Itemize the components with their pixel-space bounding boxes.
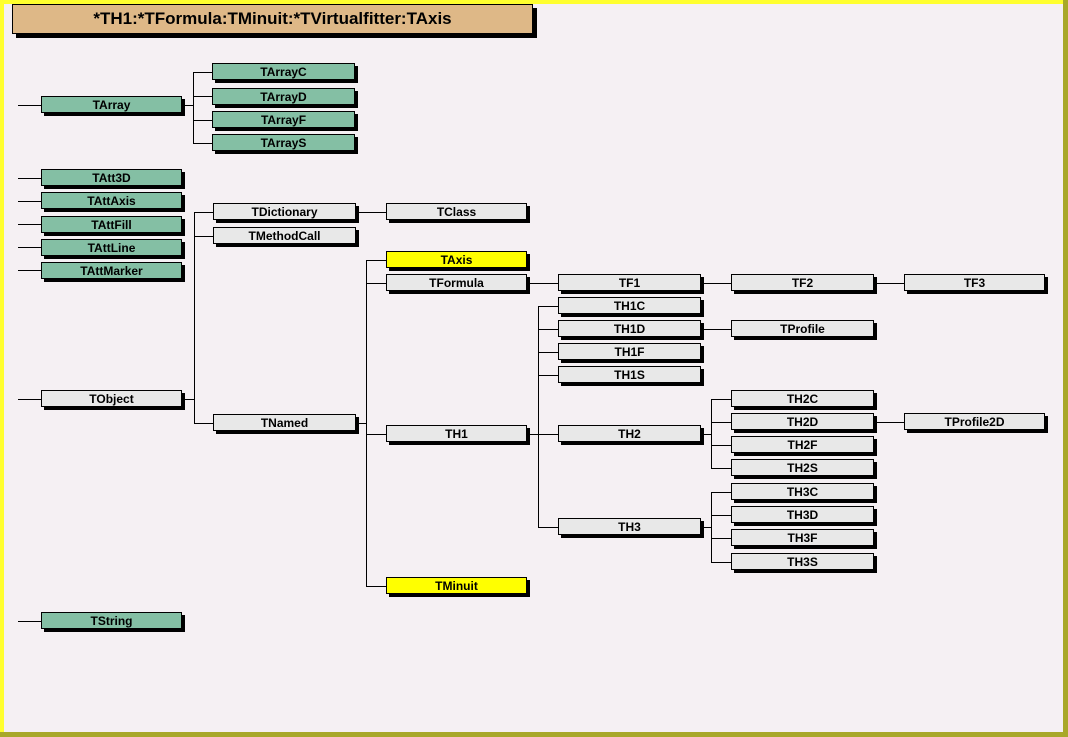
- connector-line: [356, 212, 387, 213]
- class-node-th3d[interactable]: TH3D: [731, 506, 874, 523]
- class-node-tf1[interactable]: TF1: [558, 274, 701, 291]
- class-node-th1s[interactable]: TH1S: [558, 366, 701, 383]
- connector-line: [18, 621, 42, 622]
- connector-line: [18, 247, 42, 248]
- connector-line: [193, 72, 213, 73]
- connector-line: [366, 586, 387, 587]
- class-node-th3[interactable]: TH3: [558, 518, 701, 535]
- class-node-th1[interactable]: TH1: [386, 425, 527, 442]
- connector-line: [701, 434, 712, 435]
- class-node-tobject[interactable]: TObject: [41, 390, 182, 407]
- connector-line: [194, 212, 195, 423]
- class-node-tclass[interactable]: TClass: [386, 203, 527, 220]
- connector-line: [18, 224, 42, 225]
- class-node-tattaxis[interactable]: TAttAxis: [41, 192, 182, 209]
- class-node-th1f[interactable]: TH1F: [558, 343, 701, 360]
- connector-line: [18, 399, 42, 400]
- class-node-tprofile[interactable]: TProfile: [731, 320, 874, 337]
- class-node-th1c[interactable]: TH1C: [558, 297, 701, 314]
- class-node-tarrays[interactable]: TArrayS: [212, 134, 355, 151]
- connector-line: [711, 422, 732, 423]
- connector-line: [538, 375, 559, 376]
- connector-line: [18, 105, 42, 106]
- connector-line: [711, 399, 712, 468]
- connector-line: [538, 527, 559, 528]
- class-node-tattfill[interactable]: TAttFill: [41, 216, 182, 233]
- connector-line: [701, 527, 712, 528]
- connector-line: [193, 96, 213, 97]
- class-node-tarrayd[interactable]: TArrayD: [212, 88, 355, 105]
- class-node-th3c[interactable]: TH3C: [731, 483, 874, 500]
- connector-line: [701, 283, 732, 284]
- class-node-th2d[interactable]: TH2D: [731, 413, 874, 430]
- class-node-tarray[interactable]: TArray: [41, 96, 182, 113]
- class-node-tminuit[interactable]: TMinuit: [386, 577, 527, 594]
- class-node-th2f[interactable]: TH2F: [731, 436, 874, 453]
- class-node-tattmarker[interactable]: TAttMarker: [41, 262, 182, 279]
- connector-line: [18, 178, 42, 179]
- class-node-th2s[interactable]: TH2S: [731, 459, 874, 476]
- connector-line: [711, 399, 732, 400]
- connector-line: [538, 434, 559, 435]
- class-node-tstring[interactable]: TString: [41, 612, 182, 629]
- connector-line: [193, 72, 194, 143]
- class-node-th2c[interactable]: TH2C: [731, 390, 874, 407]
- class-node-tmethodcall[interactable]: TMethodCall: [213, 227, 356, 244]
- connector-line: [874, 283, 905, 284]
- connector-line: [527, 283, 559, 284]
- page-border-bottom: [0, 732, 1068, 737]
- connector-line: [701, 329, 732, 330]
- connector-line: [18, 201, 42, 202]
- connector-line: [194, 423, 214, 424]
- connector-line: [182, 399, 195, 400]
- connector-line: [538, 329, 559, 330]
- connector-line: [538, 306, 539, 527]
- class-node-taxis[interactable]: TAxis: [386, 251, 527, 268]
- page-border-top: [0, 0, 1068, 4]
- connector-line: [366, 260, 387, 261]
- connector-line: [527, 434, 539, 435]
- connector-line: [538, 352, 559, 353]
- class-node-tf3[interactable]: TF3: [904, 274, 1045, 291]
- connector-line: [538, 306, 559, 307]
- class-node-tnamed[interactable]: TNamed: [213, 414, 356, 431]
- page-border-right: [1063, 0, 1068, 737]
- class-node-th1d[interactable]: TH1D: [558, 320, 701, 337]
- connector-line: [366, 434, 387, 435]
- class-node-th3s[interactable]: TH3S: [731, 553, 874, 570]
- class-node-tarrayc[interactable]: TArrayC: [212, 63, 355, 80]
- class-node-tdictionary[interactable]: TDictionary: [213, 203, 356, 220]
- connector-line: [182, 105, 194, 106]
- connector-line: [711, 492, 732, 493]
- connector-line: [711, 468, 732, 469]
- class-node-tprofile2d[interactable]: TProfile2D: [904, 413, 1045, 430]
- class-node-tf2[interactable]: TF2: [731, 274, 874, 291]
- connector-line: [193, 120, 213, 121]
- class-node-tformula[interactable]: TFormula: [386, 274, 527, 291]
- connector-line: [194, 212, 214, 213]
- connector-line: [194, 236, 214, 237]
- class-node-tarrayf[interactable]: TArrayF: [212, 111, 355, 128]
- page-border-left: [0, 0, 4, 737]
- connector-line: [711, 562, 732, 563]
- connector-line: [711, 515, 732, 516]
- class-node-th3f[interactable]: TH3F: [731, 529, 874, 546]
- class-node-th2[interactable]: TH2: [558, 425, 701, 442]
- window-title-bar: *TH1:*TFormula:TMinuit:*TVirtualfitter:T…: [12, 4, 533, 34]
- connector-line: [711, 538, 732, 539]
- connector-line: [874, 422, 905, 423]
- connector-line: [356, 423, 367, 424]
- connector-line: [193, 143, 213, 144]
- class-node-tattline[interactable]: TAttLine: [41, 239, 182, 256]
- connector-line: [366, 283, 387, 284]
- connector-line: [18, 270, 42, 271]
- connector-line: [711, 445, 732, 446]
- class-node-tatt3d[interactable]: TAtt3D: [41, 169, 182, 186]
